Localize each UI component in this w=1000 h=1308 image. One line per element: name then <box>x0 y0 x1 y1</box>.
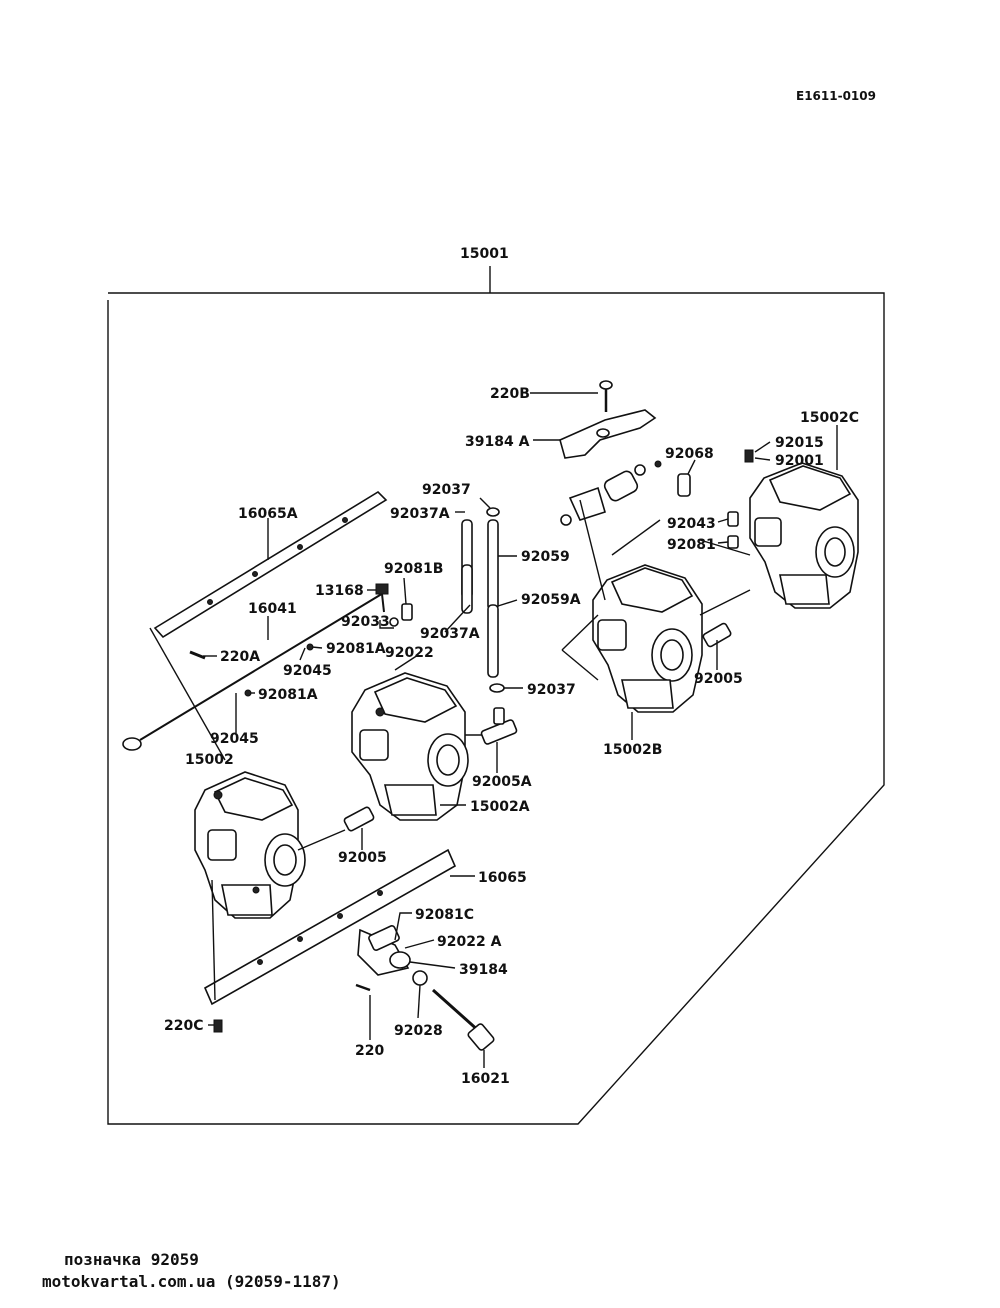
hose-92059A-long <box>487 604 499 678</box>
plate-16065 <box>203 848 457 1006</box>
label-16065A: 16065A <box>238 506 298 522</box>
label-92005-left: 92005 <box>338 850 387 866</box>
label-92081A-1: 92081A <box>326 641 386 657</box>
label-16041: 16041 <box>248 601 297 617</box>
pipe-92005-left <box>343 806 375 832</box>
label-92081B: 92081B <box>384 561 443 577</box>
screw-220C <box>213 1019 223 1033</box>
part-labels: 220B 39184 A 15002C 92015 92001 92068 92… <box>164 386 859 1087</box>
carburetor-15002B <box>592 564 703 713</box>
collar-92028 <box>412 970 428 986</box>
spring-92043 <box>727 511 739 527</box>
label-220A: 220A <box>220 649 260 665</box>
label-92033: 92033 <box>341 614 390 630</box>
leader-lines <box>149 392 838 1068</box>
label-15002B: 15002B <box>603 742 662 758</box>
washer-92081 <box>727 535 739 549</box>
spring-92081B <box>401 603 413 621</box>
label-92043: 92043 <box>667 516 716 532</box>
footer-site-url: motokvartal.com.ua (92059-1187) <box>42 1272 341 1291</box>
screw-220B <box>599 380 613 412</box>
assembly-number: 15001 <box>460 246 509 262</box>
label-92028: 92028 <box>394 1023 443 1039</box>
label-220B: 220B <box>490 386 530 402</box>
label-15002: 15002 <box>185 752 234 768</box>
label-92037-bottom: 92037 <box>527 682 576 698</box>
label-15002C: 15002C <box>800 410 859 426</box>
label-92037-top: 92037 <box>422 482 471 498</box>
hose-92059-lower <box>461 564 473 614</box>
label-92037A-top: 92037A <box>390 506 450 522</box>
drawing-code: E1611-0109 <box>796 89 876 103</box>
label-92045-1: 92045 <box>283 663 332 679</box>
label-92059: 92059 <box>521 549 570 565</box>
label-92022: 92022 <box>385 645 434 661</box>
t-joint-92005A <box>480 707 518 745</box>
bolt-16021 <box>432 988 495 1051</box>
label-15002A: 15002A <box>470 799 530 815</box>
label-92022A: 92022 A <box>437 934 502 950</box>
carburetor-15002C <box>749 462 859 609</box>
screw-92015 <box>744 449 754 463</box>
label-92081C: 92081C <box>415 907 474 923</box>
pipe-92005-right <box>702 622 732 648</box>
screw-13168 <box>375 583 389 613</box>
screw-220 <box>355 983 371 992</box>
label-16021: 16021 <box>461 1071 510 1087</box>
spring-92068 <box>677 473 691 497</box>
clip-92037-bottom <box>489 683 505 693</box>
throttle-lever-39184A <box>559 409 657 459</box>
label-16065: 16065 <box>478 870 527 886</box>
label-220C: 220C <box>164 1018 204 1034</box>
label-92081A-2: 92081A <box>258 687 318 703</box>
hose-92059 <box>487 519 499 611</box>
label-220: 220 <box>355 1043 384 1059</box>
label-92081-right: 92081 <box>667 537 716 553</box>
spring-assembly <box>560 460 662 526</box>
label-92045-2: 92045 <box>210 731 259 747</box>
clip-92037-top <box>486 507 500 517</box>
label-13168: 13168 <box>315 583 364 599</box>
choke-plate-16065A <box>153 490 388 639</box>
label-39184: 39184 <box>459 962 508 978</box>
choke-rod-16041 <box>122 591 386 751</box>
washer-92033 <box>389 617 399 627</box>
label-92001: 92001 <box>775 453 824 469</box>
assembly-boundary <box>107 292 885 1125</box>
label-92015: 92015 <box>775 435 824 451</box>
carburetor-15002A <box>351 672 469 821</box>
label-92005A: 92005A <box>472 774 532 790</box>
screw-220A <box>189 650 206 660</box>
label-92059A: 92059A <box>521 592 581 608</box>
label-92005-right: 92005 <box>694 671 743 687</box>
carburetor-15002 <box>194 771 306 919</box>
label-39184A: 39184 A <box>465 434 530 450</box>
label-92037A-mid: 92037A <box>420 626 480 642</box>
label-92068: 92068 <box>665 446 714 462</box>
footer-part-designation: позначка 92059 <box>64 1250 199 1269</box>
